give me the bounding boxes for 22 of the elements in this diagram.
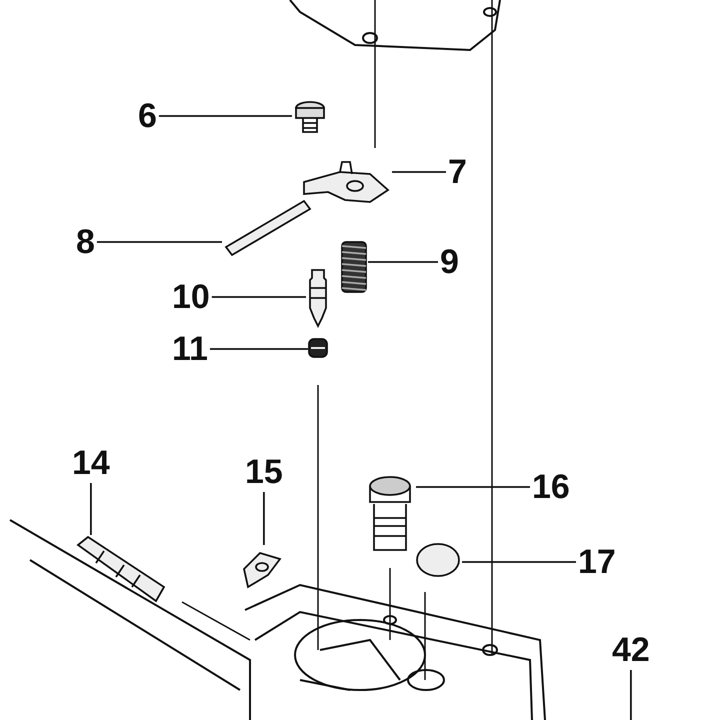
callout-number: 6 — [138, 98, 157, 134]
leader-line — [96, 241, 222, 243]
leader-line — [212, 296, 306, 298]
callout-number: 15 — [245, 454, 283, 490]
callout-number: 10 — [172, 279, 210, 315]
callout-number: 42 — [612, 632, 650, 668]
leader-line — [158, 115, 292, 117]
leader-line — [392, 171, 446, 173]
callout-number: 17 — [578, 544, 616, 580]
leader-line — [263, 492, 265, 545]
callout-number: 8 — [76, 224, 95, 260]
leader-line — [90, 483, 92, 535]
leader-line — [630, 670, 632, 720]
leader-line — [416, 486, 530, 488]
callout-number: 16 — [532, 469, 570, 505]
callout-number: 9 — [440, 244, 459, 280]
callout-number: 14 — [72, 445, 110, 481]
leader-line — [368, 261, 438, 263]
callout-number: 11 — [172, 331, 208, 367]
callout-number: 7 — [448, 154, 467, 190]
leader-line — [462, 561, 576, 563]
leader-line — [210, 348, 308, 350]
